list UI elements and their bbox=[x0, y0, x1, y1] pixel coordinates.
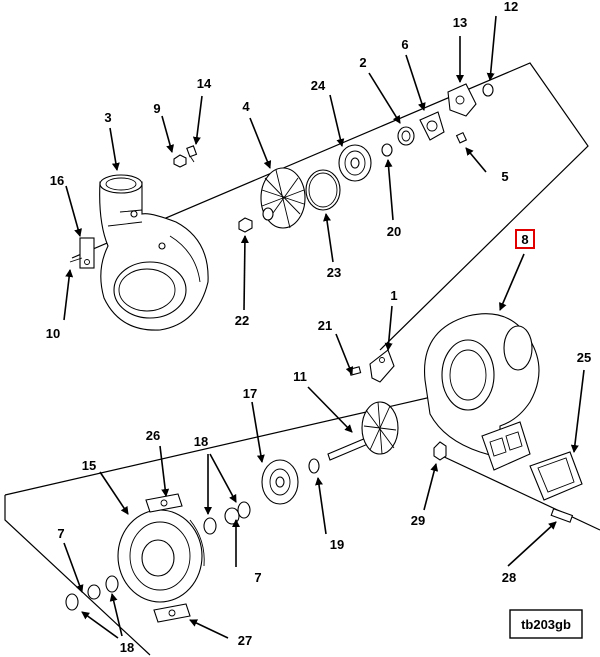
compressor-insert bbox=[338, 144, 372, 182]
turbine-housing bbox=[423, 313, 540, 471]
callout-3: 3 bbox=[104, 110, 111, 125]
callout-27: 27 bbox=[238, 633, 252, 648]
callout-18b: 18 bbox=[120, 640, 134, 655]
callout-20: 20 bbox=[387, 224, 401, 239]
shaft-and-wheel bbox=[327, 401, 399, 461]
callout-10: 10 bbox=[46, 326, 60, 341]
compressor-wheel bbox=[260, 167, 306, 229]
callout-1: 1 bbox=[390, 288, 397, 303]
callout-17: 17 bbox=[243, 386, 257, 401]
callout-22: 22 bbox=[235, 313, 249, 328]
callout-24: 24 bbox=[311, 78, 326, 93]
plate bbox=[447, 83, 477, 117]
callout-labels: 1 2 3 4 5 6 7 7 8 9 10 11 12 13 14 15 16… bbox=[46, 0, 591, 655]
callout-26: 26 bbox=[146, 428, 160, 443]
callout-2: 2 bbox=[359, 55, 366, 70]
callout-14: 14 bbox=[197, 76, 212, 91]
lower-bearing-set bbox=[65, 575, 119, 611]
leader-arrows bbox=[63, 15, 585, 639]
callout-7b: 7 bbox=[254, 570, 261, 585]
o-ring bbox=[381, 143, 393, 157]
compressor-housing bbox=[99, 174, 209, 331]
stud bbox=[433, 441, 447, 461]
nut-and-bolt bbox=[173, 145, 198, 168]
callout-9: 9 bbox=[153, 101, 160, 116]
callout-8: 8 bbox=[521, 232, 528, 247]
thrust-collar bbox=[397, 126, 415, 146]
highlight-box bbox=[515, 229, 535, 249]
wheel-nut bbox=[238, 217, 253, 233]
callout-21: 21 bbox=[318, 318, 332, 333]
callout-23: 23 bbox=[327, 265, 341, 280]
bearing-insert bbox=[261, 459, 299, 505]
callout-28: 28 bbox=[502, 570, 516, 585]
callout-11: 11 bbox=[293, 369, 307, 384]
washer bbox=[482, 83, 494, 97]
thrust-bearing bbox=[419, 111, 445, 141]
bearing-housing bbox=[117, 509, 205, 603]
callout-4: 4 bbox=[242, 99, 250, 114]
journal-bearing-set bbox=[203, 501, 251, 535]
callout-12: 12 bbox=[504, 0, 518, 14]
gasket bbox=[529, 451, 583, 501]
callout-29: 29 bbox=[411, 513, 425, 528]
callout-25: 25 bbox=[577, 350, 591, 365]
bracket bbox=[79, 237, 95, 269]
plate-screw bbox=[455, 131, 468, 144]
callout-18a: 18 bbox=[194, 434, 208, 449]
callout-16: 16 bbox=[50, 173, 64, 188]
upper-assembly-frame bbox=[71, 62, 589, 351]
exhaust-stud bbox=[550, 508, 574, 523]
figure-reference: tb203gb bbox=[509, 609, 583, 639]
callout-19: 19 bbox=[330, 537, 344, 552]
oil-outlet-gasket bbox=[153, 603, 191, 623]
screw bbox=[69, 257, 83, 263]
retaining-ring bbox=[305, 169, 341, 211]
callout-6: 6 bbox=[401, 37, 408, 52]
callout-15: 15 bbox=[82, 458, 96, 473]
oil-inlet-gasket bbox=[145, 493, 183, 513]
figure-reference-label: tb203gb bbox=[521, 617, 571, 632]
callout-5: 5 bbox=[501, 169, 508, 184]
piston-ring bbox=[308, 458, 320, 474]
callout-13: 13 bbox=[453, 15, 467, 30]
callout-7a: 7 bbox=[57, 526, 64, 541]
housing-bracket bbox=[369, 349, 395, 383]
